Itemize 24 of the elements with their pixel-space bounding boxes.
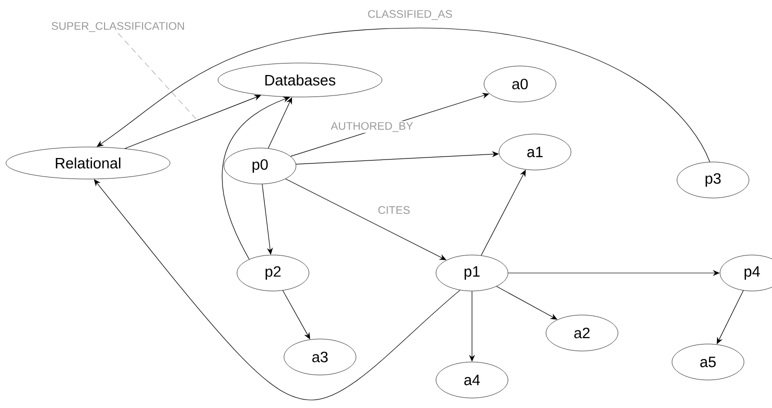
relation-label: SUPER_CLASSIFICATION — [52, 22, 184, 32]
graph-node: a1 — [498, 134, 572, 170]
graph-node: p2 — [236, 254, 310, 292]
graph-node: p4 — [720, 254, 772, 292]
graph-node: Relational — [6, 146, 170, 180]
graph-node: a3 — [284, 338, 356, 376]
arrow — [282, 290, 310, 340]
arrow — [296, 151, 499, 164]
graph-node: a4 — [436, 362, 508, 398]
arrow — [480, 170, 526, 256]
graph-node: a2 — [546, 314, 618, 352]
edge-label: CITES — [376, 205, 412, 215]
graph-node: p1 — [436, 254, 508, 292]
graph-node: p0 — [224, 148, 296, 184]
edge-label: CLASSIFIED_AS — [366, 9, 454, 21]
graph-node: a0 — [484, 66, 556, 102]
leader-line — [118, 32, 198, 120]
arrow — [96, 28, 710, 162]
arrow — [496, 286, 558, 320]
arrow — [285, 178, 446, 260]
graph-node: Databases — [218, 62, 382, 98]
graph-node: p3 — [676, 162, 750, 198]
graph-node: a5 — [672, 344, 744, 380]
edge-label: AUTHORED_BY — [330, 121, 414, 133]
